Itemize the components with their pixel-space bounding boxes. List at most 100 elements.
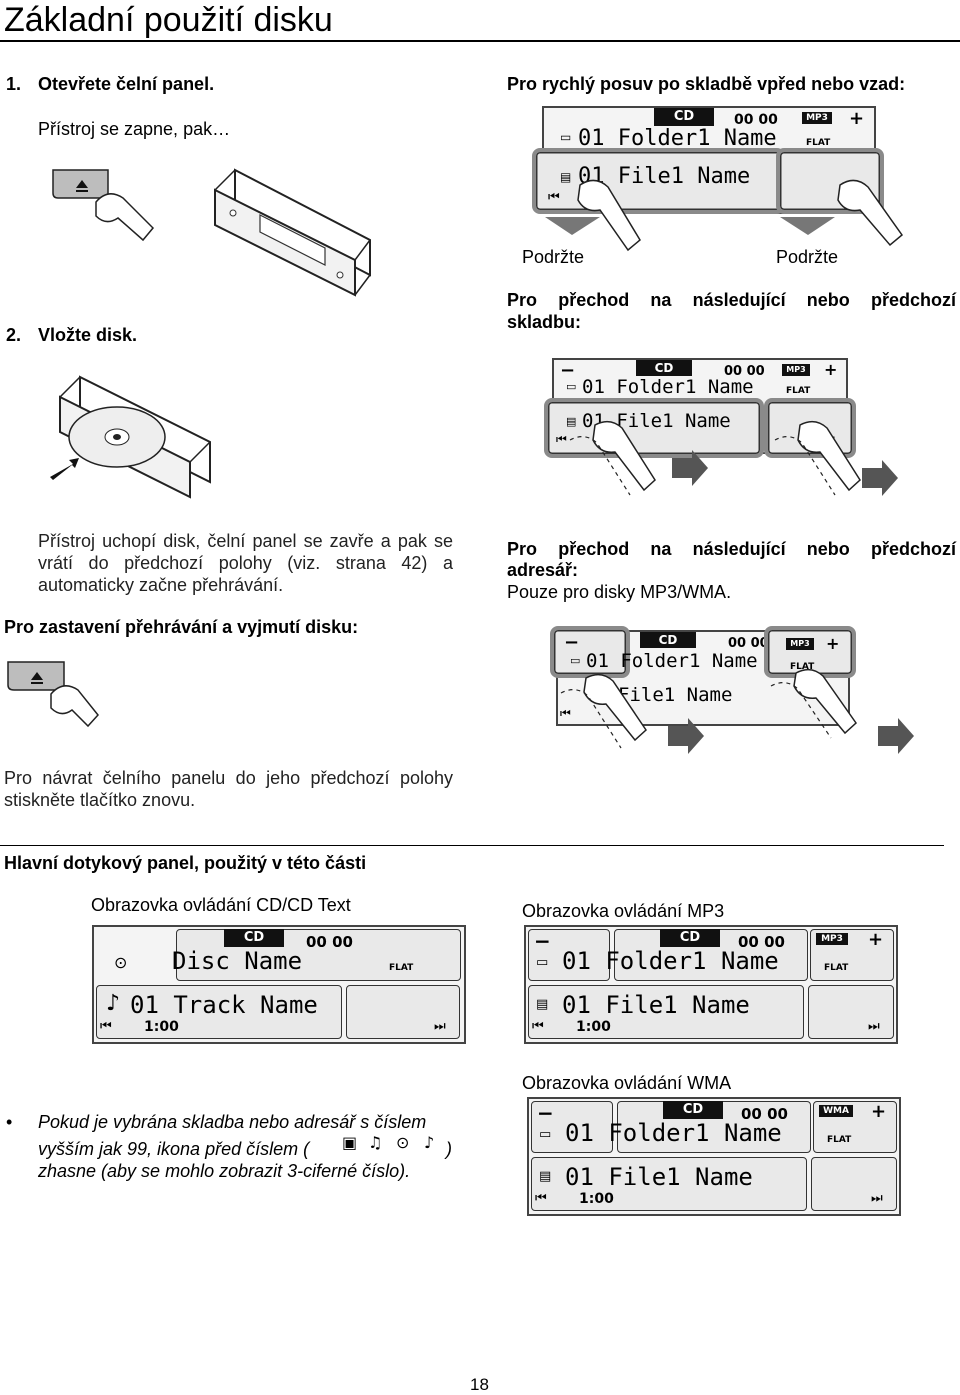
counter: 00 00 (738, 933, 785, 951)
hold-left-label: Podržte (522, 247, 585, 267)
lcd-folderskip: − CD 00 00 MP3 + ▭ 01 Folder1 Name FLAT … (550, 626, 856, 726)
step1-number: 1. (6, 74, 22, 94)
folder-heading-line2: adresář: (507, 560, 579, 580)
next-icon[interactable]: ⏭ (871, 1191, 883, 1206)
lcd-mp3-screen: − CD 00 00 MP3 + ▭ 01 Folder1 Name FLAT … (524, 925, 898, 1044)
finger-icon (592, 420, 656, 492)
insert-disc-illustration (50, 375, 211, 499)
folder-icon: ▭ (566, 380, 577, 393)
next-segment[interactable] (808, 985, 894, 1039)
flat-label: FLAT (806, 138, 831, 148)
arrow-right-icon (672, 450, 708, 486)
counter: 00 00 (306, 933, 353, 951)
lcd-cd-screen: CD 00 00 ⊙ Disc Name FLAT ♪ 01 Track Nam… (92, 925, 466, 1044)
counter: 00 00 (741, 1105, 788, 1123)
folder-icon: ▭ (560, 130, 572, 144)
cd-badge: CD (663, 1101, 723, 1119)
file-icon: ▤ (566, 415, 577, 428)
eject-icon (76, 180, 88, 192)
note-line2-a: vyšším jak 99, ikona před číslem ( (38, 1139, 310, 1159)
next-icon[interactable]: ⏭ (868, 1019, 880, 1034)
counter: 00 00 (724, 364, 765, 379)
folder-icon: ▭ (536, 955, 549, 970)
mp3-screen-caption: Obrazovka ovládání MP3 (522, 901, 725, 921)
minus-icon[interactable]: − (560, 360, 576, 381)
eject-icon (31, 672, 43, 684)
plus-icon[interactable]: + (824, 360, 838, 379)
cd-badge: CD (640, 632, 696, 648)
eject-press-illustration-2 (7, 661, 99, 728)
plus-icon[interactable]: + (871, 1101, 887, 1122)
mp3-badge: MP3 (802, 112, 832, 124)
minus-icon[interactable]: − (564, 632, 580, 653)
flat-label: FLAT (824, 963, 849, 973)
folder-line: 01 Folder1 Name (562, 947, 779, 975)
wma-badge: WMA (819, 1105, 853, 1117)
stereo-unit-open-illustration (214, 168, 371, 297)
file-icon: ▤ (560, 170, 572, 184)
step2-number: 2. (6, 325, 22, 345)
folder-icon: ▭ (570, 654, 581, 667)
finger-icon (583, 673, 647, 742)
page-number: 18 (470, 1375, 489, 1394)
prev-icon[interactable]: ⏮ (548, 190, 560, 205)
return-line2: stiskněte tlačítko znovu. (4, 790, 196, 810)
mp3-badge: MP3 (782, 364, 810, 376)
lcd-wma-screen: − CD 00 00 WMA + ▭ 01 Folder1 Name FLAT … (527, 1097, 901, 1216)
cd-badge: CD (660, 929, 720, 947)
counter: 00 00 (728, 636, 769, 651)
next-track-segment[interactable] (764, 398, 856, 458)
flat-label: FLAT (389, 963, 414, 973)
cd-badge: CD (636, 360, 692, 376)
prev-track-segment[interactable] (532, 148, 785, 214)
next-segment[interactable] (811, 1157, 897, 1211)
note-line3: zhasne (aby se mohlo zobrazit 3-ciferné … (38, 1161, 411, 1181)
main-panel-heading: Hlavní dotykový panel, použitý v této čá… (4, 853, 367, 873)
plus-icon[interactable]: + (868, 929, 884, 950)
title-rule (0, 40, 960, 42)
minus-segment[interactable] (528, 929, 610, 981)
time: 1:00 (576, 1019, 611, 1035)
prev-track-segment[interactable] (544, 398, 764, 458)
minus-icon[interactable]: − (534, 929, 551, 953)
counter: 00 00 (734, 112, 778, 128)
minus-segment[interactable] (531, 1101, 613, 1153)
mp3-badge: MP3 (816, 933, 848, 945)
prev-icon[interactable]: ⏮ (556, 432, 567, 446)
next-segment[interactable] (346, 985, 460, 1039)
disc-icon: ⊙ (114, 953, 128, 972)
plus-icon[interactable]: + (849, 108, 865, 129)
track-heading-line2: skladbu: (507, 312, 582, 332)
disc-segment[interactable] (176, 929, 461, 981)
prev-icon[interactable]: ⏮ (560, 706, 571, 720)
folder-icon: ▣ (342, 1133, 358, 1152)
arrow-right-icon (50, 458, 79, 480)
prev-icon[interactable]: ⏮ (532, 1019, 544, 1034)
file-line: 01 File1 Name (578, 164, 751, 189)
track-segment[interactable] (96, 985, 342, 1039)
tap-fingers-illustration (569, 420, 898, 496)
file-segment[interactable] (531, 1157, 807, 1211)
stop-heading: Pro zastavení přehrávání a vyjmutí disku… (4, 617, 359, 637)
bullet-icon: • (6, 1112, 13, 1132)
time: 1:00 (579, 1191, 614, 1207)
step1-label: Otevřete čelní panel. (38, 74, 215, 94)
hold-fingers-illustration (545, 179, 904, 252)
music-note-icon: ♫ (368, 1133, 383, 1152)
cd-badge: CD (654, 108, 714, 126)
file-line: 01 File1 Name (565, 1163, 753, 1191)
prev-icon[interactable]: ⏮ (535, 1191, 547, 1206)
file-line: 01 File1 Name (562, 991, 750, 1019)
tap-fingers-illustration-2 (560, 668, 914, 754)
minus-icon[interactable]: − (537, 1101, 554, 1125)
down-arrow-icon (545, 217, 600, 235)
finger-icon (577, 179, 641, 252)
folder-line: 01 Folder1 Name (578, 126, 777, 151)
file-icon: ▤ (536, 997, 549, 1012)
finger-icon (95, 193, 155, 242)
plus-icon[interactable]: + (826, 634, 840, 653)
next-icon[interactable]: ⏭ (434, 1019, 446, 1034)
file-segment[interactable] (528, 985, 804, 1039)
return-line1: Pro návrat čelního panelu do jeho předch… (4, 768, 453, 788)
prev-icon[interactable]: ⏮ (100, 1019, 112, 1034)
